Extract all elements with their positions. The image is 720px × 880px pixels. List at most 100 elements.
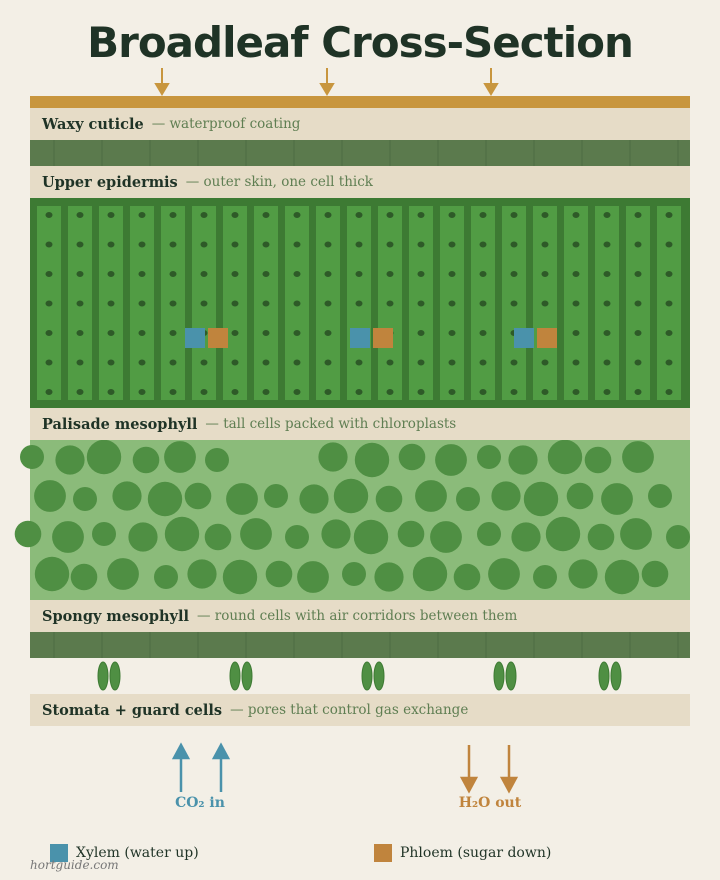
spongy-cell: [34, 480, 66, 512]
h2o-label: H₂O out: [458, 795, 522, 811]
chloroplast: [169, 212, 177, 218]
chloroplast: [231, 271, 239, 277]
chloroplast: [417, 271, 425, 277]
guard-cell: [229, 661, 241, 691]
spongy-cell: [240, 518, 272, 550]
chloroplast: [200, 271, 208, 277]
chloroplast: [45, 241, 53, 248]
chloroplast: [138, 241, 146, 248]
spongy-cell: [70, 563, 98, 591]
chloroplast: [45, 212, 53, 218]
chloroplast: [510, 241, 518, 248]
spongy-cell: [86, 440, 122, 475]
chloroplast: [479, 389, 487, 395]
phloem-square: [373, 328, 393, 348]
layer-name: Spongy mesophyll: [42, 607, 189, 625]
chloroplast: [262, 241, 270, 248]
chloroplast: [76, 359, 84, 366]
spongy-cell: [545, 516, 581, 552]
chloroplast: [138, 271, 146, 277]
chloroplast: [324, 241, 332, 248]
chloroplast: [541, 212, 549, 218]
chloroplast: [541, 389, 549, 395]
chloroplast: [479, 241, 487, 248]
guard-cell: [97, 661, 109, 691]
spongy-cell: [107, 558, 139, 590]
layer-name: Stomata + guard cells: [42, 701, 223, 719]
chloroplast: [293, 271, 301, 277]
spongy-cell: [34, 556, 70, 592]
stomata-label: Stomata + guard cells — pores that contr…: [30, 694, 690, 726]
chloroplast: [293, 389, 301, 395]
chloroplast: [262, 212, 270, 218]
chloroplast: [107, 241, 115, 248]
legend-xylem: Xylem (water up): [50, 844, 199, 862]
layer-desc: — tall cells packed with chloroplasts: [205, 416, 457, 432]
spongy-cell: [523, 481, 559, 517]
spongy-cell: [147, 481, 183, 517]
chloroplast: [45, 389, 53, 395]
lower-epidermis-layer: [30, 632, 690, 658]
chloroplast: [479, 212, 487, 218]
chloroplast: [324, 212, 332, 218]
chloroplast: [572, 300, 580, 307]
legend-label: Phloem (sugar down): [400, 845, 552, 861]
chloroplast: [231, 359, 239, 366]
chloroplast: [386, 271, 394, 277]
chloroplast: [448, 359, 456, 366]
chloroplast: [572, 212, 580, 218]
chloroplast: [169, 241, 177, 248]
chloroplast: [417, 300, 425, 307]
chloroplast: [169, 359, 177, 366]
chloroplast: [572, 330, 580, 336]
chloroplast: [324, 389, 332, 395]
chloroplast: [355, 212, 363, 218]
spongy-cell: [584, 446, 612, 474]
spongy-cell: [187, 559, 217, 589]
chloroplast: [603, 271, 611, 277]
guard-cell: [493, 661, 505, 691]
chloroplast: [417, 241, 425, 248]
chloroplast: [45, 330, 53, 336]
chloroplast: [169, 271, 177, 277]
chloroplast: [448, 271, 456, 277]
chloroplast: [448, 330, 456, 336]
guard-cell: [505, 661, 517, 691]
chloroplast: [231, 212, 239, 218]
layer-desc: — waterproof coating: [151, 116, 301, 132]
chloroplast: [355, 241, 363, 248]
spongy-cell: [353, 519, 389, 555]
chloroplast: [138, 212, 146, 218]
spongy-cell: [587, 523, 615, 551]
chloroplast: [324, 359, 332, 366]
spongy-cell: [568, 559, 598, 589]
palisade-layer: [30, 198, 690, 408]
chloroplast: [293, 241, 301, 248]
spongy-cell: [533, 565, 557, 589]
chloroplast: [76, 330, 84, 336]
chloroplast: [262, 389, 270, 395]
chloroplast: [45, 271, 53, 277]
spongy-cell: [648, 484, 672, 508]
gas-exchange-arrows: [171, 742, 519, 794]
chloroplast: [293, 212, 301, 218]
spongy-cell: [354, 442, 390, 478]
chloroplast: [386, 389, 394, 395]
legend-phloem: Phloem (sugar down): [374, 844, 551, 862]
spongy-cell: [374, 562, 404, 592]
h2o-arrow: [459, 745, 479, 794]
chloroplast: [324, 271, 332, 277]
chloroplast: [293, 330, 301, 336]
spongy-cell: [226, 483, 258, 515]
chloroplast: [293, 359, 301, 366]
spongy-cell: [297, 561, 329, 593]
chloroplast: [138, 359, 146, 366]
spongy-cell: [397, 520, 425, 548]
chloroplast: [479, 271, 487, 277]
chloroplast: [634, 330, 642, 336]
chloroplast: [138, 389, 146, 395]
chloroplast: [448, 300, 456, 307]
chloroplast: [417, 359, 425, 366]
spongy-cell: [415, 480, 447, 512]
chloroplast: [200, 241, 208, 248]
